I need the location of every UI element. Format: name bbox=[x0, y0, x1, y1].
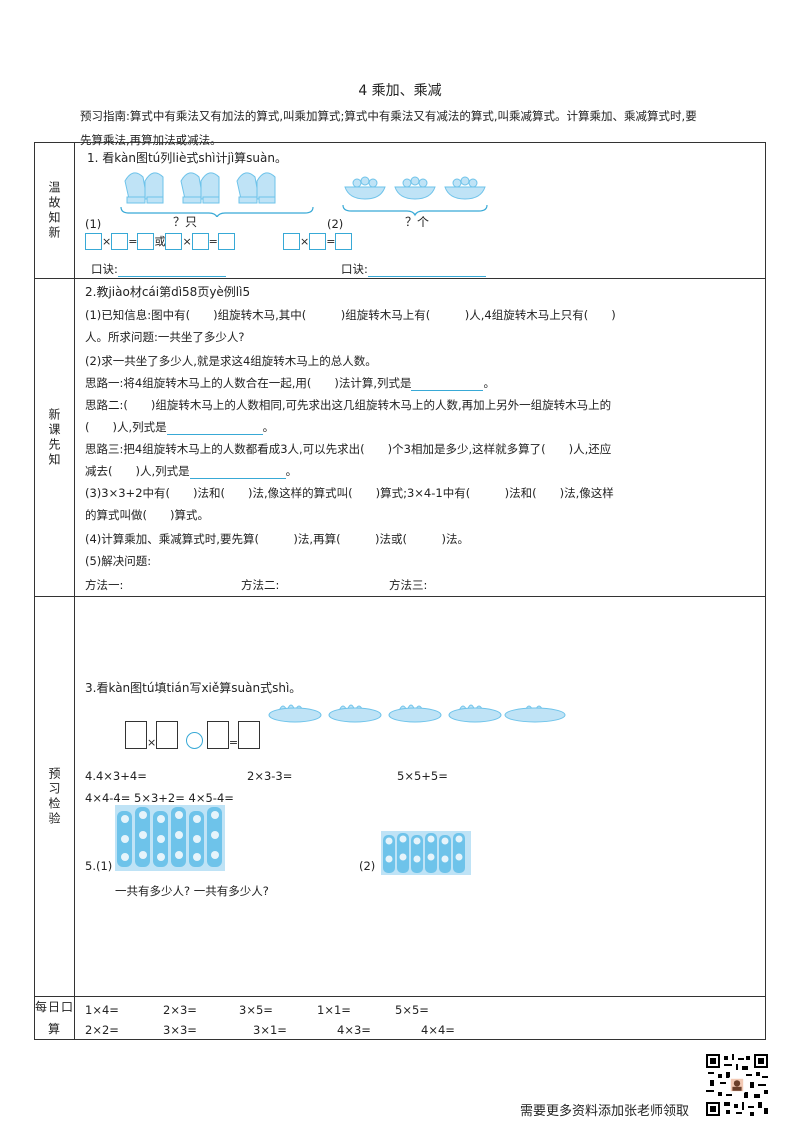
q1-part2-question: ？个 bbox=[405, 215, 430, 229]
answer-box[interactable] bbox=[191, 233, 209, 250]
answer-line[interactable] bbox=[117, 264, 226, 277]
daily-expr: 3×5= bbox=[239, 1003, 273, 1017]
row-daily: 每日口算 1×4= 2×3= 3×5= 1×1= 5×5= 2×2= 3×3= … bbox=[35, 997, 765, 1039]
bowls-picture bbox=[342, 176, 488, 217]
daily-expr: 2×2= bbox=[85, 1023, 119, 1037]
answer-box[interactable] bbox=[85, 233, 102, 250]
answer-line[interactable] bbox=[411, 378, 484, 391]
section-label-review: 温故知新 bbox=[35, 143, 75, 278]
q2-line: ( )人,列式是。 bbox=[85, 420, 275, 435]
q5-part1-label: 5.(1) bbox=[85, 859, 113, 873]
mittens-picture bbox=[120, 172, 314, 217]
section-label-new: 新课先知 bbox=[35, 279, 75, 596]
q1-part1-question: ？只 bbox=[173, 215, 198, 229]
worksheet-table: 温故知新 1. 看kàn图tú列liè式shì计jì算suàn。 (1) ？只 bbox=[34, 142, 766, 1040]
method-2: 方法二: bbox=[241, 578, 280, 592]
daily-expr: 1×1= bbox=[317, 1003, 351, 1017]
daily-expr: 3×3= bbox=[163, 1023, 197, 1037]
q1-part2-boxes: ×= bbox=[283, 233, 353, 250]
answer-box[interactable] bbox=[238, 721, 261, 749]
daily-expr: 5×5= bbox=[395, 1003, 429, 1017]
q3-heading: 3.看kàn图tú填tián写xiě算suàn式shì。 bbox=[85, 681, 302, 695]
answer-box[interactable] bbox=[111, 233, 129, 250]
q2-line: (4)计算乘加、乘减算式时,要先算( )法,再算( )法或( )法。 bbox=[85, 532, 470, 546]
q5-part2-label: (2) bbox=[359, 859, 376, 873]
q1-part2-label: (2) bbox=[327, 217, 344, 231]
answer-box[interactable] bbox=[309, 233, 327, 250]
qr-code-icon bbox=[706, 1054, 768, 1116]
q2-line: (3)3×3+2中有( )法和( )法,像这样的算式叫( )算式;3×4-1中有… bbox=[85, 486, 614, 500]
q2-line: 思路一:将4组旋转木马上的人数合在一起,用( )法计算,列式是。 bbox=[85, 376, 495, 391]
fruit-plates-picture bbox=[268, 704, 566, 723]
answer-box[interactable] bbox=[156, 721, 179, 749]
preview-guide: 预习指南:算式中有乘法又有加法的算式,叫乘加算式;算式中有乘法又有减法的算式,叫… bbox=[80, 109, 697, 147]
q1-heading: 1. 看kàn图tú列liè式shì计jì算suàn。 bbox=[87, 151, 287, 165]
q2-line: 人。所求问题:一共坐了多少人? bbox=[85, 330, 245, 344]
q3-equation-boxes: × = bbox=[125, 721, 261, 749]
q1-mnemonic-1: 口诀: bbox=[91, 261, 226, 277]
answer-box[interactable] bbox=[206, 721, 229, 749]
operator-circle[interactable] bbox=[185, 732, 203, 749]
daily-expr: 2×3= bbox=[163, 1003, 197, 1017]
q1-part1-label: (1) bbox=[85, 217, 102, 231]
crowd-picture-1 bbox=[115, 805, 225, 871]
answer-box[interactable] bbox=[137, 233, 155, 250]
row-review: 温故知新 1. 看kàn图tú列liè式shì计jì算suàn。 (1) ？只 bbox=[35, 143, 765, 279]
q2-line: (1)已知信息:图中有( )组旋转木马,其中( )组旋转木马上有( )人,4组旋… bbox=[85, 308, 616, 322]
daily-expr: 4×3= bbox=[337, 1023, 371, 1037]
daily-expr: 4×4= bbox=[421, 1023, 455, 1037]
answer-box[interactable] bbox=[125, 721, 147, 749]
q4-expr: 5×5+5= bbox=[397, 769, 448, 783]
answer-box[interactable] bbox=[283, 233, 300, 250]
q2-line: 减去( )人,列式是。 bbox=[85, 464, 298, 479]
crowd-picture-2 bbox=[381, 831, 471, 875]
q2-line: 思路三:把4组旋转木马上的人数都看成3人,可以先求出( )个3相加是多少,这样就… bbox=[85, 442, 612, 456]
q5-questions: 一共有多少人? 一共有多少人? bbox=[115, 884, 269, 898]
q4-expr: 2×3-3= bbox=[247, 769, 293, 783]
answer-box[interactable] bbox=[165, 233, 183, 250]
row-new: 新课先知 2.教jiào材cái第dì58页yè例lì5 (1)已知信息:图中有… bbox=[35, 279, 765, 597]
q2-line: 思路二:( )组旋转木马上的人数相同,可先求出这几组旋转木马上的人数,再加上另外… bbox=[85, 398, 612, 412]
q4-expr: 4×4-4= 5×3+2= 4×5-4= bbox=[85, 791, 234, 805]
daily-expr: 1×4= bbox=[85, 1003, 119, 1017]
answer-line[interactable] bbox=[367, 264, 486, 277]
q4-expr: 4.4×3+4= bbox=[85, 769, 147, 783]
q1-part1-boxes: ×=或×= bbox=[85, 233, 235, 250]
answer-line[interactable] bbox=[189, 466, 286, 479]
footer-note: 需要更多资料添加张老师领取 bbox=[520, 1104, 690, 1119]
q2-line: 的算式叫做( )算式。 bbox=[85, 508, 209, 522]
section-label-daily: 每日口算 bbox=[35, 997, 75, 1039]
answer-box[interactable] bbox=[217, 233, 235, 250]
daily-expr: 3×1= bbox=[253, 1023, 287, 1037]
q2-line: (2)求一共坐了多少人,就是求这4组旋转木马上的总人数。 bbox=[85, 354, 377, 368]
q2-line: (5)解决问题: bbox=[85, 554, 152, 568]
answer-box[interactable] bbox=[335, 233, 353, 250]
q2-heading: 2.教jiào材cái第dì58页yè例lì5 bbox=[85, 285, 251, 299]
q1-mnemonic-2: 口诀: bbox=[341, 261, 486, 277]
page-title: 4 乘加、乘减 bbox=[358, 83, 442, 99]
row-check: 预习检验 3.看kàn图tú填tián写xiě算suàn式shì。 × = 4.… bbox=[35, 597, 765, 997]
method-3: 方法三: bbox=[389, 578, 428, 592]
method-1: 方法一: bbox=[85, 578, 124, 592]
section-label-check: 预习检验 bbox=[35, 597, 75, 996]
answer-line[interactable] bbox=[166, 422, 263, 435]
